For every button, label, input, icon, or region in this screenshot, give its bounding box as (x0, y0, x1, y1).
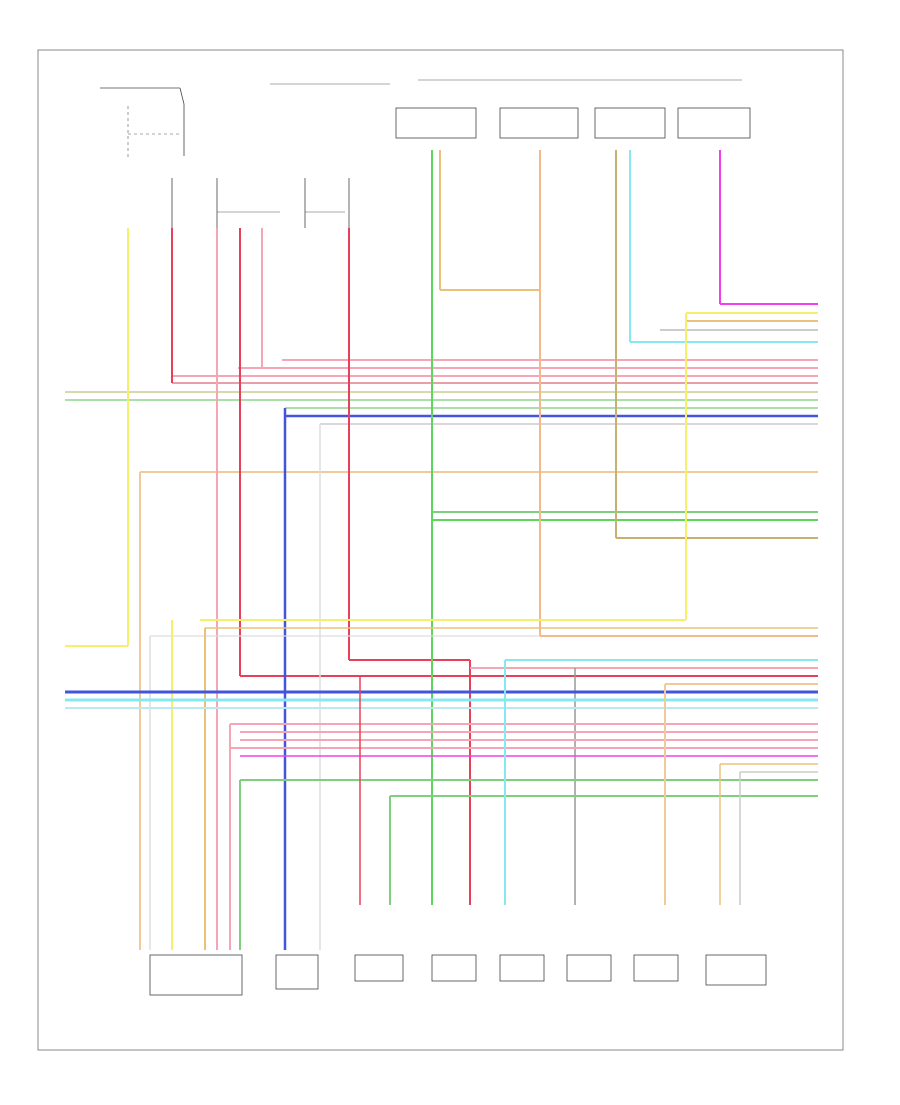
horizontal-wires-lower (65, 659, 818, 950)
coil-box-2 (499, 954, 545, 982)
top-module-group (395, 79, 751, 139)
module-2 (499, 107, 579, 139)
ignition-switch-area (100, 83, 390, 160)
sensor-box-1 (275, 954, 319, 990)
sensor-box-2 (354, 954, 404, 982)
diagram-frame (37, 49, 844, 1051)
horizontal-wires-upper (65, 303, 818, 539)
position-sensor-box (705, 954, 767, 986)
coil-box-1 (431, 954, 477, 982)
vertical-wires (65, 150, 818, 950)
module-1 (395, 107, 477, 139)
switch-arm (179, 87, 185, 134)
coil-box-3 (566, 954, 612, 982)
module-3 (594, 107, 666, 139)
fuse-drops (171, 178, 350, 228)
bottom-components (149, 954, 767, 996)
fuel-pump-module-box (149, 954, 243, 996)
module-4 (677, 107, 751, 139)
coil-box-4 (633, 954, 679, 982)
